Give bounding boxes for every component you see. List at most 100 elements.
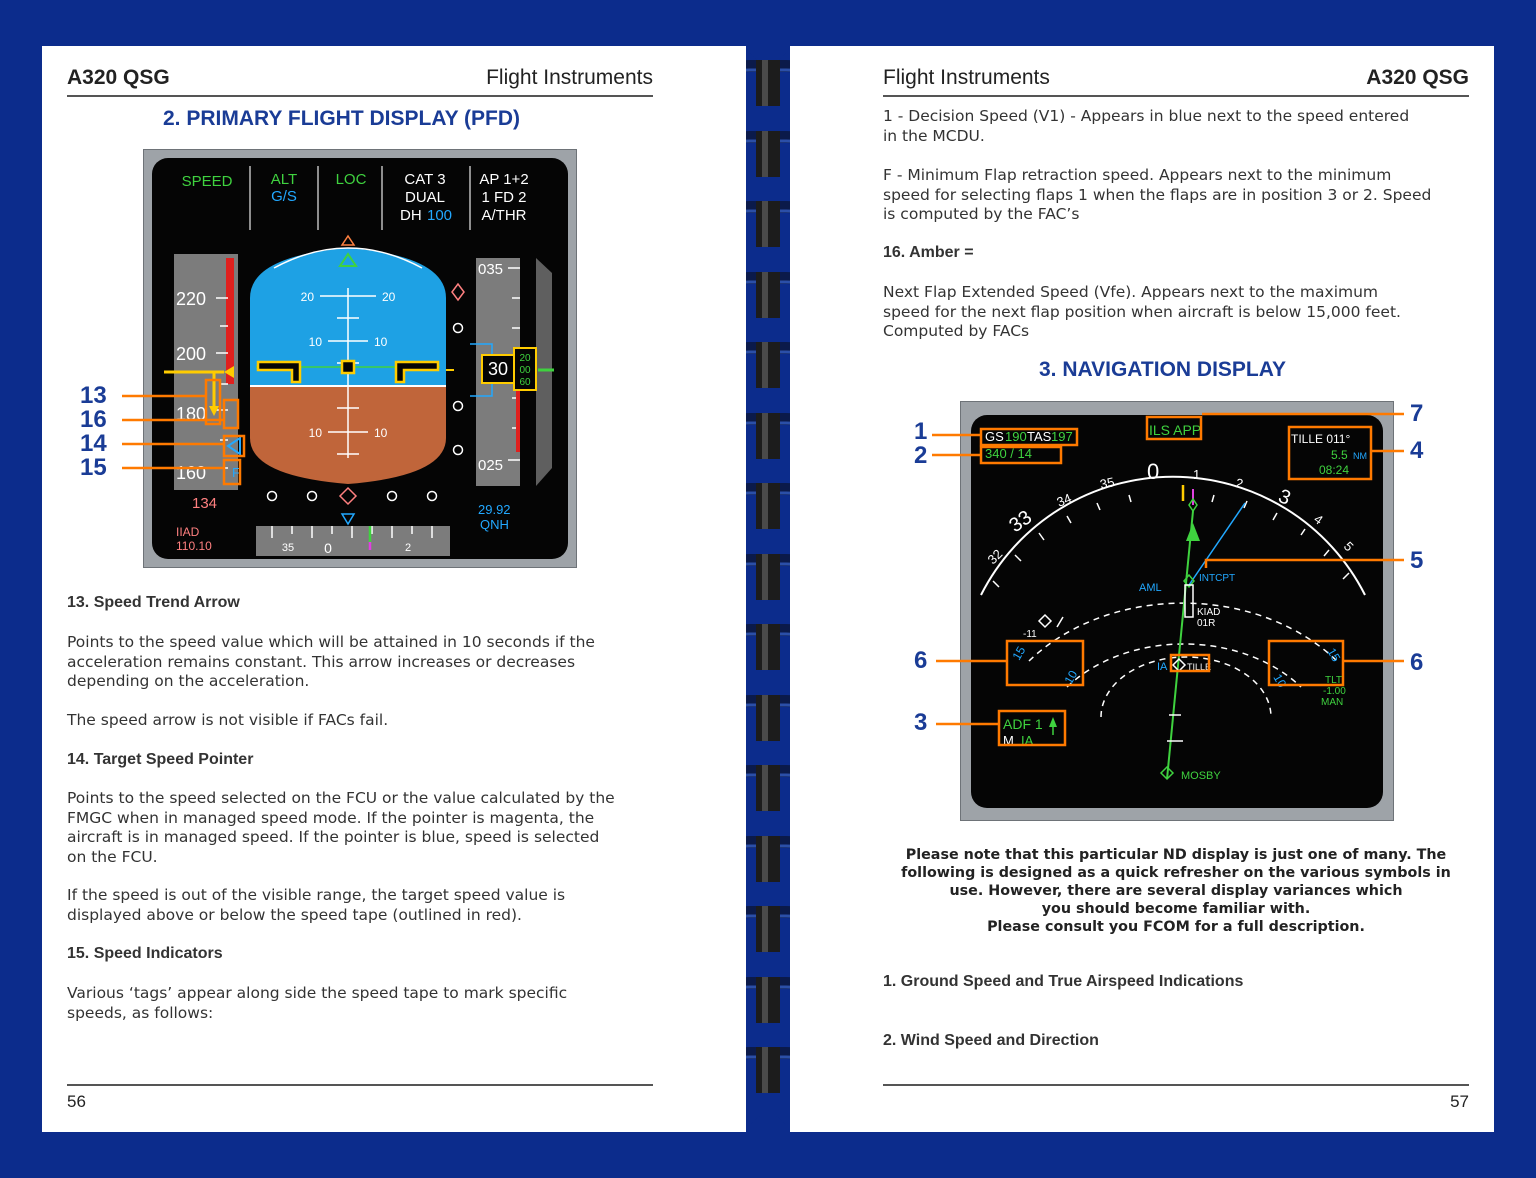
nd-left-scale-label-1: -11 (1023, 629, 1037, 640)
nd-airport-label: KIAD (1197, 607, 1220, 618)
nd-callout-3: 3 (914, 709, 928, 736)
section-title-speed-trend: 13. Speed Trend Arrow (67, 594, 240, 611)
nd-tas-label: TAS (1027, 429, 1052, 444)
fma-alt: ALT (271, 171, 297, 188)
nd-adf-label: ADF 1 (1003, 716, 1043, 732)
pfd-callout-leaders (122, 394, 223, 470)
nd-graphic: 32 33 34 35 0 1 2 3 4 5 (979, 415, 1373, 782)
heading-label-0: 0 (324, 540, 332, 556)
fma-dh-value: 100 (427, 207, 452, 224)
nd-gs-label: GS (985, 429, 1004, 444)
nd-callout-leaders (932, 412, 1404, 726)
pfd-screen: SPEED ALT G/S LOC CAT 3 DUAL DH 100 AP 1… (152, 158, 568, 559)
nd-waypoint-time: 08:24 (1319, 463, 1349, 477)
section-heading: 2. PRIMARY FLIGHT DISPLAY (PFD) (163, 107, 521, 130)
nd-callout-6-left: 6 (914, 647, 928, 674)
section-title-target-speed: 14. Target Speed Pointer (67, 751, 254, 768)
pitch-label-10-down-right: 10 (374, 426, 388, 440)
left-page: A320 QSG Flight Instruments 2. PRIMARY F… (42, 46, 746, 1132)
nd-tille-label: TILLE (1187, 662, 1211, 672)
speed-indicators-paragraph-1: Various ‘tags’ appear along side the spe… (67, 984, 568, 1022)
aircraft-symbol-center (340, 359, 356, 375)
flap-retraction-paragraph: F - Minimum Flap retraction speed. Appea… (883, 166, 1432, 223)
nd-left-scale-label-2: 15 (1009, 644, 1028, 663)
nd-compass-ticks (992, 494, 1350, 588)
nd-waypoint-name: TILLE 011° (1291, 432, 1350, 446)
nd-callout-6-right: 6 (1410, 649, 1424, 676)
page-section-title: Flight Instruments (486, 66, 653, 89)
nd-mosby-label: MOSBY (1181, 770, 1221, 782)
pfd-callout-13: 13 (80, 382, 107, 409)
nd-compass-arc (980, 475, 1366, 596)
nd-section-heading: 3. NAVIGATION DISPLAY (1039, 358, 1286, 381)
pfd-callout-16: 16 (80, 406, 107, 433)
compass-label-1: 1 (1193, 467, 1200, 482)
nd-right-scale-label-1: 15 (1324, 646, 1343, 665)
vfe-paragraph: Next Flap Extended Speed (Vfe). Appears … (883, 283, 1401, 340)
selected-course-pointer (340, 513, 356, 526)
header-rule (883, 95, 1469, 97)
fma-speed: SPEED (182, 173, 233, 190)
localizer-diamond (338, 486, 358, 506)
vertical-speed-scale (536, 258, 552, 486)
header-rule (67, 95, 653, 97)
speed-tick-220: 220 (176, 289, 206, 309)
heading-label-2: 2 (405, 542, 411, 554)
right-page: Flight Instruments A320 QSG 1 - Decision… (790, 46, 1494, 1132)
fma-gs: G/S (271, 188, 297, 205)
speed-trend-paragraph-1: Points to the speed value which will be … (67, 633, 595, 690)
target-speed-paragraph-1: Points to the speed selected on the FCU … (67, 789, 615, 866)
compass-label-0: 0 (1147, 459, 1159, 484)
nd-callout-7: 7 (1410, 400, 1424, 427)
nd-callout-4: 4 (1410, 437, 1424, 464)
compass-label-34: 34 (1055, 490, 1074, 509)
nd-adf-mode: M (1003, 733, 1014, 748)
nd-screen: 32 33 34 35 0 1 2 3 4 5 (971, 415, 1383, 808)
alt-drum-upper: 20 (519, 353, 531, 364)
v1-paragraph: 1 - Decision Speed (V1) - Appears in blu… (883, 107, 1410, 145)
speed-trend-arrowhead (209, 406, 219, 416)
aircraft-symbol-left (256, 360, 302, 384)
compass-label-2: 2 (1234, 475, 1244, 491)
compass-label-35: 35 (1099, 474, 1116, 492)
fma-athr: A/THR (482, 207, 527, 224)
nd-callout-5: 5 (1410, 547, 1424, 574)
nd-flight-plan-line (1166, 510, 1194, 780)
pfd-callout-15: 15 (80, 454, 107, 481)
nd-left-scale-label-3: 10 (1061, 668, 1080, 687)
flap-retraction-tag: F (232, 465, 240, 480)
speed-trend-paragraph-2: The speed arrow is not visible if FACs f… (67, 711, 389, 729)
vmax-band (226, 258, 234, 384)
glideslope-dots (266, 322, 464, 502)
nd-intcpt-label: INTCPT (1199, 573, 1235, 584)
fma-dh-label: DH (400, 207, 422, 224)
fma-loc: LOC (336, 171, 367, 188)
adf-needle-icon (1049, 717, 1057, 727)
fma-ap: AP 1+2 (479, 171, 528, 188)
pfd-callout-14: 14 (80, 430, 107, 457)
target-speed-pointer (226, 436, 241, 456)
pitch-label-20-right: 20 (382, 290, 396, 304)
page-number: 57 (1450, 1092, 1469, 1111)
alt-tick-025: 025 (478, 457, 503, 474)
glideslope-diamond (451, 282, 465, 302)
pfd-display-frame: SPEED ALT G/S LOC CAT 3 DUAL DH 100 AP 1… (143, 149, 577, 568)
roll-scale (273, 247, 423, 269)
altitude-drum-box (513, 347, 537, 391)
nd-waypoint-unit: NM (1353, 451, 1367, 461)
nd-tilt-label: TLT (1325, 675, 1342, 686)
amber-title: 16. Amber = (883, 244, 974, 261)
aircraft-symbol-right (394, 360, 440, 384)
heading-label-35: 35 (282, 542, 294, 554)
ils-frequency: 110.10 (176, 539, 212, 553)
alt-drum-lower: 60 (519, 377, 531, 388)
nd-callout-2: 2 (914, 442, 928, 469)
pitch-label-10-down-left: 10 (309, 426, 323, 440)
ils-ident: IIAD (176, 525, 200, 539)
nd-tilt-mode: MAN (1321, 697, 1343, 708)
altitude-readout-box (481, 354, 515, 384)
mach-speed: 134 (192, 495, 217, 512)
nd-item-2-title: 2. Wind Speed and Direction (883, 1032, 1099, 1049)
nd-tilt-value: -1.00 (1323, 686, 1346, 697)
pitch-label-10-up-right: 10 (374, 335, 388, 349)
